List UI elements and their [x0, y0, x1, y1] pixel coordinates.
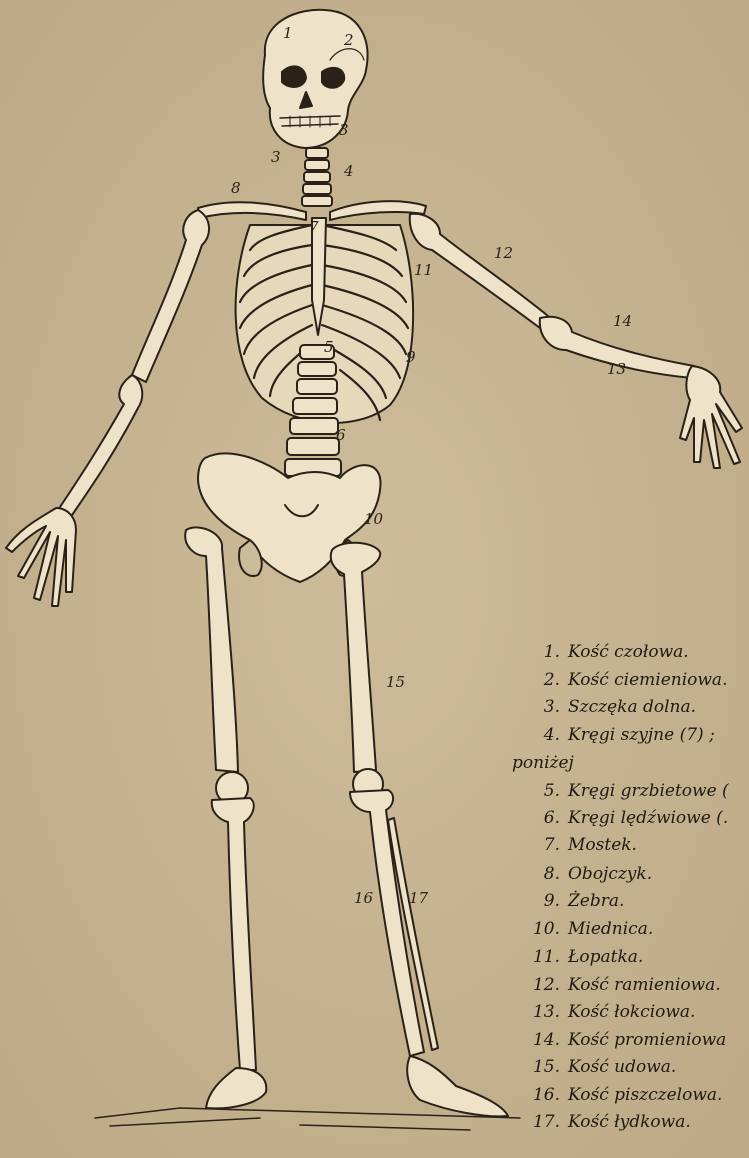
legend-item: 3. Szczęka dolna. [500, 697, 696, 723]
legend-text: Szczęka dolna. [568, 697, 696, 717]
legend-text: Kość ramieniowa. [568, 975, 721, 995]
callout-10: 10 [364, 510, 384, 528]
legend-item: 14. Kość promieniowa [500, 1030, 726, 1056]
legend-item: 10. Miednica. [500, 919, 653, 945]
legend-text: Kręgi szyjne (7) ; [568, 725, 715, 745]
legend-number: 9. [500, 891, 560, 911]
callout-11: 11 [414, 261, 433, 279]
legend-item: 5. Kręgi grzbietowe ( [500, 781, 729, 807]
callout-9: 9 [406, 348, 416, 366]
legend-number: 16. [500, 1085, 560, 1105]
legend-number: 15. [500, 1057, 560, 1077]
legend-number: 17. [500, 1112, 560, 1132]
callout-14: 14 [613, 312, 632, 330]
legend-number: 11. [500, 947, 560, 967]
legend-item: 2. Kość ciemieniowa. [500, 670, 727, 696]
legend-number: 10. [500, 919, 560, 939]
legend-number: 13. [500, 1002, 560, 1022]
legend-item: 6. Kręgi lędźwiowe (. [500, 808, 728, 834]
legend-text: Łopatka. [568, 947, 643, 967]
legend-text: Kość udowa. [568, 1057, 676, 1077]
legend-text: Żebra. [568, 891, 624, 911]
legend-text: poniżej [512, 753, 574, 773]
legend-text: Kość łydkowa. [568, 1112, 691, 1132]
legend-number: 3. [500, 697, 560, 717]
legend-item: 1. Kość czołowa. [500, 642, 689, 668]
legend-item: 11. Łopatka. [500, 947, 643, 973]
legend-item: poniżej [500, 753, 574, 779]
callout-3-lower: 3 [271, 148, 281, 166]
callout-15: 15 [386, 673, 405, 691]
legend-number: 14. [500, 1030, 560, 1050]
legend-text: Mostek. [568, 835, 637, 855]
legend-number: 8. [500, 864, 560, 884]
legend-text: Miednica. [568, 919, 653, 939]
legend-item: 4. Kręgi szyjne (7) ; [500, 725, 715, 751]
neck-vertebrae [302, 148, 332, 206]
legend-number: 5. [500, 781, 560, 801]
legend-item: 15. Kość udowa. [500, 1057, 676, 1083]
callout-7: 7 [309, 218, 319, 236]
legend-item: 7. Mostek. [500, 835, 637, 861]
legend-text: Kręgi lędźwiowe (. [568, 808, 728, 828]
legend-text: Kość ciemieniowa. [568, 670, 727, 690]
legend-item: 8. Obojczyk. [500, 864, 652, 890]
legend-number: 7. [500, 835, 560, 855]
callout-4: 4 [343, 162, 354, 180]
legend-text: Kość promieniowa [568, 1030, 726, 1050]
callout-17: 17 [409, 889, 429, 907]
legend-item: 16. Kość piszczelowa. [500, 1085, 722, 1111]
legend-number: 12. [500, 975, 560, 995]
legend-number: 2. [500, 670, 560, 690]
callout-2: 2 [343, 31, 354, 49]
callout-16: 16 [354, 889, 374, 907]
legend-text: Kość piszczelowa. [568, 1085, 722, 1105]
callout-8: 8 [231, 179, 241, 197]
legend-text: Kość łokciowa. [568, 1002, 695, 1022]
legend-number: 1. [500, 642, 560, 662]
legend-text: Kręgi grzbietowe ( [568, 781, 729, 801]
callout-3-upper: 3 [339, 121, 349, 139]
callout-5: 5 [324, 338, 334, 356]
legend-number: 6. [500, 808, 560, 828]
callout-1: 1 [283, 24, 293, 42]
legend-number: 4. [500, 725, 560, 745]
legend-item: 9. Żebra. [500, 891, 624, 917]
callout-12: 12 [494, 244, 513, 262]
callout-6: 6 [336, 426, 346, 444]
legend-text: Obojczyk. [568, 864, 652, 884]
legend-item: 13. Kość łokciowa. [500, 1002, 695, 1028]
legend-item: 17. Kość łydkowa. [500, 1112, 691, 1138]
legend-item: 12. Kość ramieniowa. [500, 975, 721, 1001]
callout-13: 13 [607, 360, 626, 378]
legend-text: Kość czołowa. [568, 642, 689, 662]
